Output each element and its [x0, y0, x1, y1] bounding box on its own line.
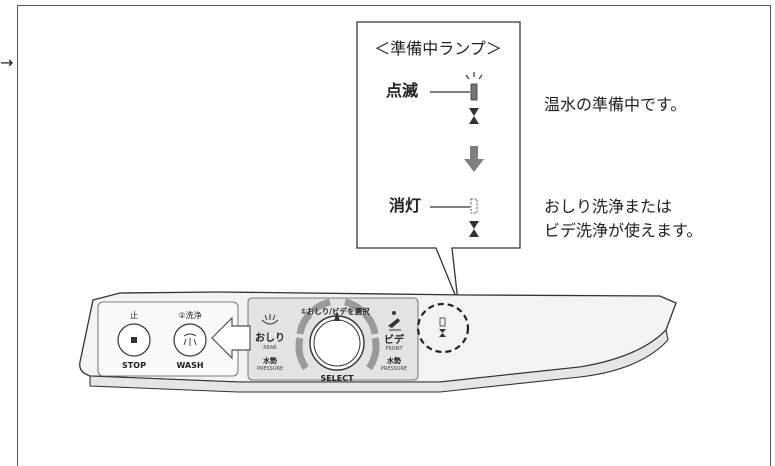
rear-spray-icon: [261, 314, 279, 325]
down-arrow-icon: [464, 146, 484, 172]
pressure-right-label: 水勢: [387, 356, 401, 365]
front-label: ビデ: [384, 333, 405, 346]
diagram-canvas: ＜準備中ランプ＞ 点滅 消灯 止 STOP: [79, 21, 677, 393]
off-label: 消灯: [389, 196, 421, 215]
stop-button[interactable]: [117, 323, 151, 357]
off-description-line2: ビデ洗浄が使えます。: [544, 221, 703, 240]
select-top-label: ①おしり/ビデを選択: [300, 306, 370, 316]
panel-front-edge: [89, 328, 669, 393]
left-arrow-icon: [211, 316, 251, 360]
wash-bottom-label: WASH: [176, 361, 203, 370]
select-dial[interactable]: [309, 311, 365, 371]
wash-spray-icon: [183, 333, 197, 346]
select-bottom-label: SELECT: [320, 374, 354, 383]
dial-pointer: [334, 311, 340, 321]
panel-lamp-icon: [439, 317, 446, 337]
hourglass-icon: [469, 221, 479, 237]
front-en-label: FRONT: [385, 346, 403, 352]
stop-icon: [131, 337, 137, 343]
callout-box: [356, 21, 521, 303]
rear-label: おしり: [255, 332, 285, 344]
pressure-left-en-label: PRESSURE: [257, 366, 283, 372]
blink-description: 温水の準備中です。: [544, 95, 687, 114]
wash-top-label: ②洗浄: [178, 310, 201, 320]
front-spray-icon: [388, 311, 401, 331]
wash-button[interactable]: [173, 323, 207, 357]
stop-top-label: 止: [130, 310, 138, 320]
pressure-left-label: 水勢: [263, 356, 277, 365]
hourglass-icon: [469, 108, 479, 124]
lamp-highlight: [416, 302, 470, 354]
pressure-right-en-label: PRESSURE: [381, 366, 407, 372]
off-description-line1: おしり洗浄または: [544, 197, 673, 216]
arrow-right-icon: →: [0, 53, 14, 72]
pressure-scale: [295, 298, 380, 371]
lamp-off-icon: [470, 198, 478, 214]
figure-frame: [17, 5, 771, 466]
blink-label: 点滅: [386, 81, 418, 100]
stop-bottom-label: STOP: [122, 361, 146, 370]
rear-en-label: REAR: [263, 345, 277, 351]
callout-title: ＜準備中ランプ＞: [374, 39, 502, 58]
lamp-icon: [465, 72, 483, 101]
